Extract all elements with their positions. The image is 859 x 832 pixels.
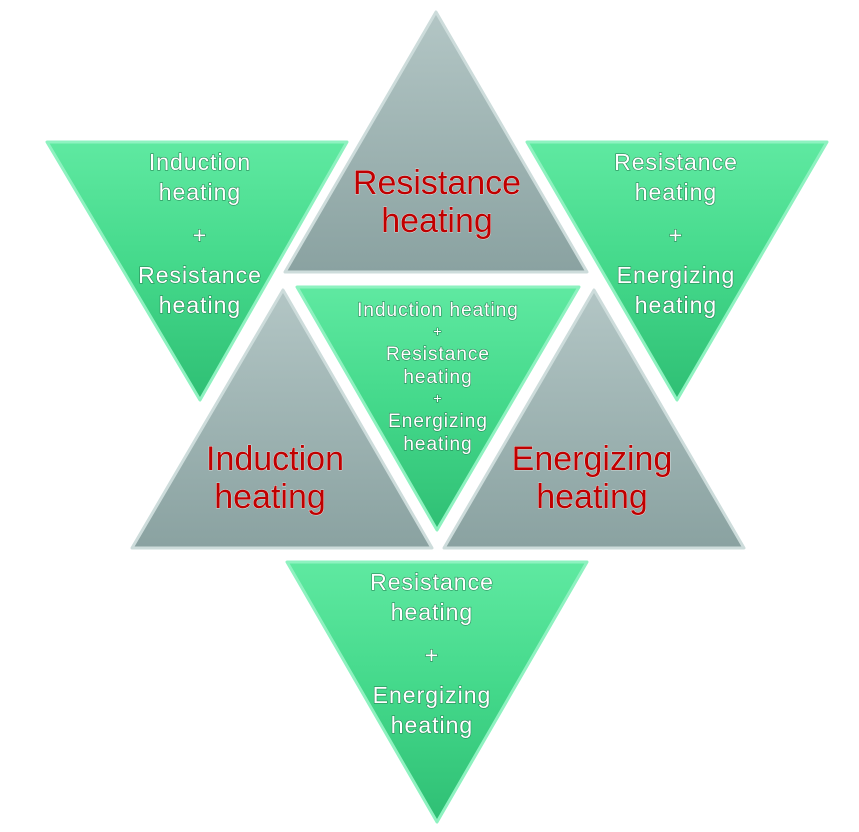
label-center-line4: Energizing: [388, 411, 488, 432]
label-center-line2: Resistance: [386, 344, 490, 365]
label-bottom-line3: Energizing: [373, 682, 492, 708]
triangle-right-energizing: [442, 288, 746, 550]
label-top-left-line2: heating: [159, 179, 241, 205]
label-top-left-line1: Induction: [149, 149, 251, 175]
label-bottom-line2: heating: [391, 599, 473, 625]
label-center-line5: heating: [403, 434, 472, 455]
label-top-right-line4: heating: [635, 292, 717, 318]
triangle-bottom-combo: [285, 560, 589, 824]
label-top-right-line2: heating: [635, 179, 717, 205]
triangle-center-combo: [295, 285, 581, 532]
label-top-line1: Resistance: [353, 164, 521, 202]
label-left-gray-line2: heating: [214, 478, 326, 516]
label-top-line2: heating: [381, 202, 493, 240]
label-top-left-line3: Resistance: [138, 262, 262, 288]
triangle-top-resistance: [283, 10, 589, 274]
triangle-top-right-combo: [525, 140, 829, 402]
label-top-right-plus: +: [669, 222, 683, 248]
label-center-plus2: +: [433, 390, 442, 406]
label-center-line1: Induction heating: [357, 300, 519, 321]
triangle-left-induction: [130, 288, 434, 550]
label-bottom-line4: heating: [391, 712, 473, 738]
label-top-right-line1: Resistance: [614, 149, 738, 175]
label-top-left-plus: +: [193, 222, 207, 248]
label-left-gray-line1: Induction: [206, 440, 344, 478]
label-bottom-plus: +: [425, 642, 439, 668]
label-right-gray-line2: heating: [536, 478, 648, 516]
label-center-line3: heating: [403, 367, 472, 388]
label-center-plus1: +: [433, 323, 442, 339]
label-bottom-line1: Resistance: [370, 569, 494, 595]
label-top-left-line4: heating: [159, 292, 241, 318]
triangle-top-left-combo: [45, 140, 349, 402]
label-top-right-line3: Energizing: [617, 262, 736, 288]
label-right-gray-line1: Energizing: [512, 440, 673, 478]
